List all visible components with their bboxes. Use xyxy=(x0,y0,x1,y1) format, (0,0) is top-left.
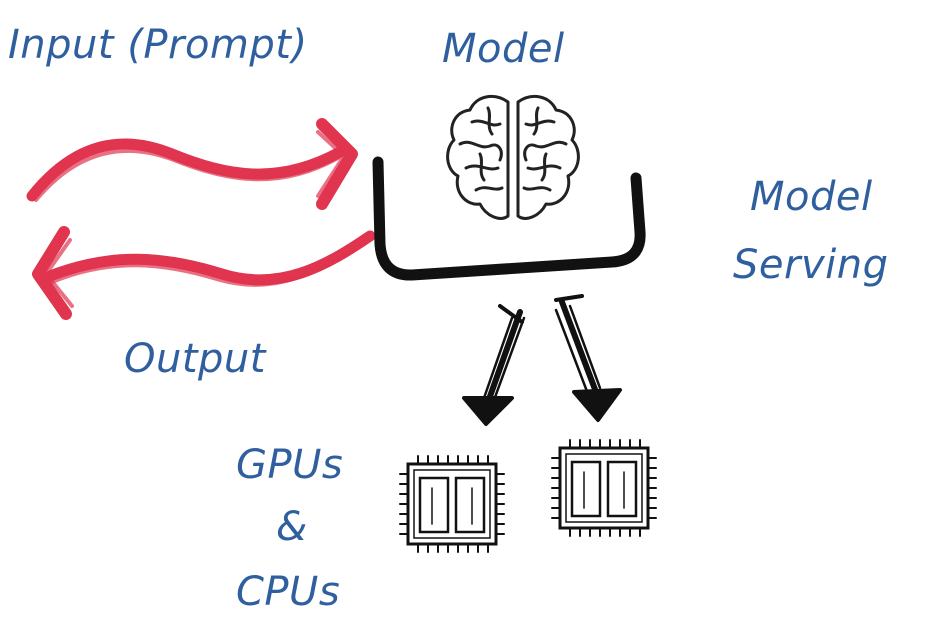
brain-icon xyxy=(446,94,580,220)
hardware-label-line1: GPUs xyxy=(236,442,343,488)
serving-bracket xyxy=(372,156,646,281)
hardware-label-line3: CPUs xyxy=(236,569,340,615)
model-label: Model xyxy=(442,26,565,72)
output-label: Output xyxy=(124,336,267,382)
arrow-right-icon xyxy=(26,118,358,210)
down-arrow-left xyxy=(462,304,526,426)
down-arrow-right xyxy=(554,294,622,422)
model-serving-label-line2: Serving xyxy=(733,242,888,288)
chip-icon xyxy=(399,455,505,553)
model-serving-label-line1: Model xyxy=(750,174,873,220)
arrow-left-icon xyxy=(32,226,376,320)
chip-icon xyxy=(551,439,657,537)
hardware-label-line2: & xyxy=(276,504,308,550)
input-prompt-label: Input (Prompt) xyxy=(8,22,308,68)
